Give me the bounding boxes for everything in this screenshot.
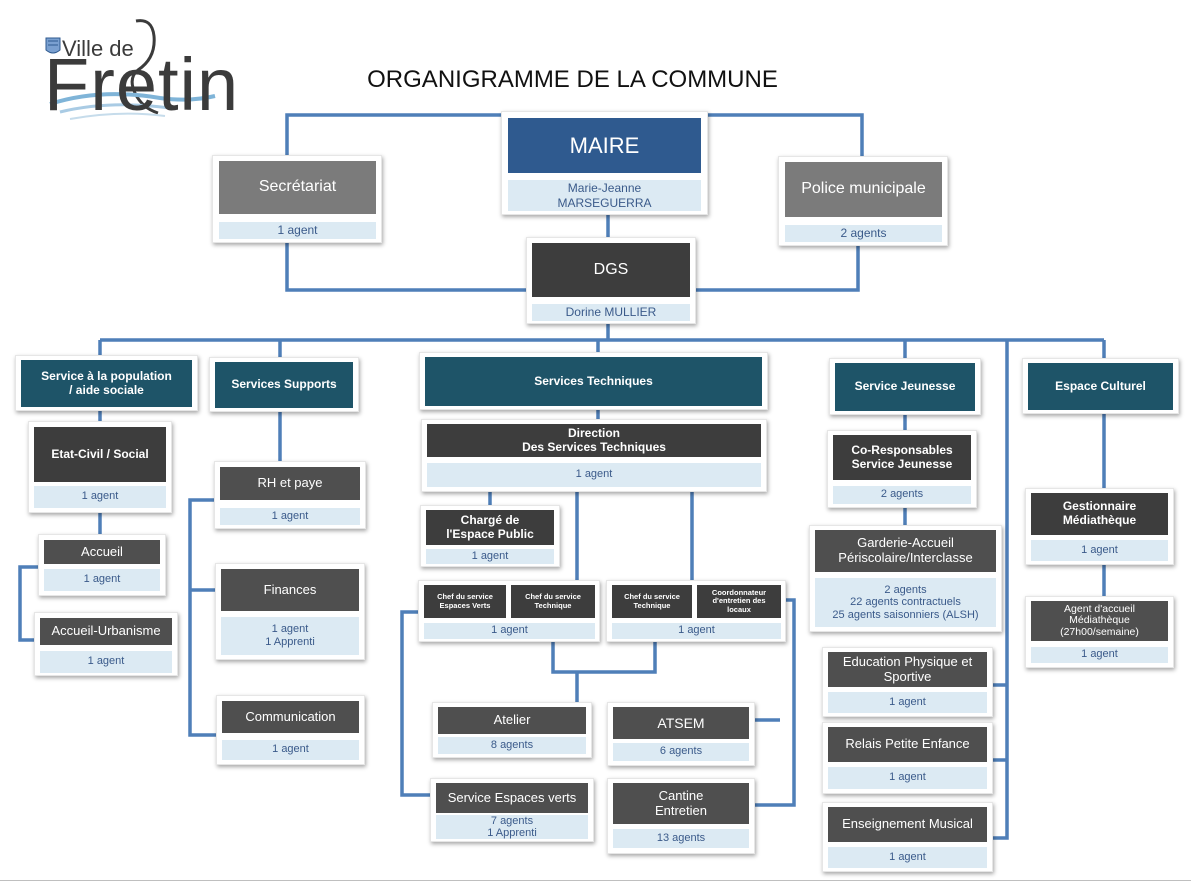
atelier-info: 8 agents: [438, 737, 586, 754]
chefs-pair-1-card: Chef du service Espaces Verts Chef du se…: [418, 580, 600, 642]
police-title: Police municipale: [785, 162, 942, 217]
accueil-card: Accueil 1 agent: [38, 534, 166, 596]
culturel-title: Espace Culturel: [1028, 363, 1173, 410]
atelier-card: Atelier 8 agents: [432, 702, 592, 758]
espace-public-title: Chargé de l'Espace Public: [426, 510, 554, 545]
gestionnaire-title: Gestionnaire Médiathèque: [1031, 493, 1168, 535]
fretin-logo: Ville de Fretin: [40, 18, 245, 133]
communication-info: 1 agent: [222, 740, 359, 760]
espace-public-info: 1 agent: [426, 549, 554, 564]
musical-card: Enseignement Musical 1 agent: [822, 802, 993, 872]
culturel-card: Espace Culturel: [1022, 358, 1179, 414]
atelier-title: Atelier: [438, 707, 586, 734]
logo-graphic: [45, 19, 216, 120]
rh-title: RH et paye: [220, 467, 360, 500]
page-title: ORGANIGRAMME DE LA COMMUNE: [367, 66, 778, 93]
maire-info: Marie-Jeanne MARSEGUERRA: [508, 180, 701, 211]
co-resp-info: 2 agents: [833, 486, 971, 504]
chef-technique-2-title: Chef du service Technique: [612, 585, 692, 618]
accueil-info: 1 agent: [44, 569, 160, 591]
finances-card: Finances 1 agent 1 Apprenti: [215, 563, 365, 660]
police-info: 2 agents: [785, 225, 942, 242]
accueil-title: Accueil: [44, 540, 160, 564]
dgs-card: DGS Dorine MULLIER: [526, 237, 696, 324]
finances-title: Finances: [221, 569, 359, 611]
direction-info: 1 agent: [427, 463, 761, 487]
techniques-title: Services Techniques: [425, 357, 762, 406]
logo-small-text: Ville de: [62, 36, 134, 61]
cantine-info: 13 agents: [613, 829, 749, 848]
etat-civil-card: Etat-Civil / Social 1 agent: [28, 421, 172, 513]
garderie-info: 2 agents 22 agents contractuels 25 agent…: [815, 578, 996, 627]
atsem-title: ATSEM: [613, 707, 749, 739]
dgs-title: DGS: [532, 243, 690, 297]
atsem-card: ATSEM 6 agents: [607, 702, 755, 766]
espaces-verts-title: Service Espaces verts: [436, 783, 588, 813]
chefs-pair-2-card: Chef du service Technique Coordonnateur …: [606, 580, 786, 642]
agent-accueil-card: Agent d'accueil Médiathèque (27h00/semai…: [1025, 596, 1174, 668]
chefs-pair-2-info: 1 agent: [612, 623, 781, 639]
supports-title: Services Supports: [215, 362, 353, 408]
rh-info: 1 agent: [220, 508, 360, 525]
musical-title: Enseignement Musical: [828, 807, 987, 842]
gestionnaire-info: 1 agent: [1031, 540, 1168, 561]
garderie-card: Garderie-Accueil Périscolaire/Interclass…: [809, 525, 1002, 632]
communication-card: Communication 1 agent: [216, 695, 365, 765]
population-title: Service à la population / aide sociale: [21, 360, 192, 407]
agent-accueil-info: 1 agent: [1031, 647, 1168, 663]
relais-card: Relais Petite Enfance 1 agent: [822, 722, 993, 794]
accueil-urbanisme-info: 1 agent: [40, 651, 172, 673]
relais-info: 1 agent: [828, 767, 987, 789]
relais-title: Relais Petite Enfance: [828, 727, 987, 762]
musical-info: 1 agent: [828, 847, 987, 868]
eps-info: 1 agent: [828, 692, 987, 713]
accueil-urbanisme-card: Accueil-Urbanisme 1 agent: [34, 612, 178, 676]
rh-card: RH et paye 1 agent: [214, 461, 366, 529]
etat-civil-info: 1 agent: [34, 486, 166, 508]
agent-accueil-title: Agent d'accueil Médiathèque (27h00/semai…: [1031, 601, 1168, 641]
co-resp-card: Co-Responsables Service Jeunesse 2 agent…: [827, 430, 977, 508]
population-card: Service à la population / aide sociale: [15, 355, 198, 411]
direction-card: Direction Des Services Techniques 1 agen…: [421, 419, 767, 492]
techniques-card: Services Techniques: [419, 352, 768, 410]
communication-title: Communication: [222, 701, 359, 733]
espaces-verts-info: 7 agents 1 Apprenti: [436, 815, 588, 839]
eps-card: Education Physique et Sportive 1 agent: [822, 647, 993, 717]
coordonnateur-title: Coordonnateur d'entretien des locaux: [697, 585, 781, 618]
chef-espaces-verts-title: Chef du service Espaces Verts: [424, 585, 506, 618]
etat-civil-title: Etat-Civil / Social: [34, 427, 166, 482]
maire-card: MAIRE Marie-Jeanne MARSEGUERRA: [501, 111, 708, 215]
co-resp-title: Co-Responsables Service Jeunesse: [833, 435, 971, 480]
page-bottom-divider: [0, 880, 1191, 881]
chefs-pair-1-info: 1 agent: [424, 623, 595, 639]
dgs-info: Dorine MULLIER: [532, 304, 690, 321]
maire-title: MAIRE: [508, 118, 701, 173]
espace-public-card: Chargé de l'Espace Public 1 agent: [420, 505, 560, 567]
espaces-verts-card: Service Espaces verts 7 agents 1 Apprent…: [430, 778, 594, 842]
eps-title: Education Physique et Sportive: [828, 652, 987, 687]
accueil-urbanisme-title: Accueil-Urbanisme: [40, 618, 172, 645]
secretariat-title: Secrétariat: [219, 161, 376, 214]
atsem-info: 6 agents: [613, 743, 749, 761]
direction-title: Direction Des Services Techniques: [427, 424, 761, 457]
supports-card: Services Supports: [209, 357, 359, 412]
finances-info: 1 agent 1 Apprenti: [221, 617, 359, 655]
cantine-title: Cantine Entretien: [613, 783, 749, 824]
secretariat-card: Secrétariat 1 agent: [212, 155, 382, 243]
secretariat-info: 1 agent: [219, 222, 376, 239]
gestionnaire-card: Gestionnaire Médiathèque 1 agent: [1025, 488, 1174, 565]
cantine-card: Cantine Entretien 13 agents: [607, 778, 755, 854]
jeunesse-card: Service Jeunesse: [829, 358, 981, 415]
jeunesse-title: Service Jeunesse: [835, 363, 975, 411]
chef-technique-1-title: Chef du service Technique: [511, 585, 595, 618]
logo-big-text: Fretin: [44, 43, 240, 126]
police-card: Police municipale 2 agents: [778, 156, 948, 246]
garderie-title: Garderie-Accueil Périscolaire/Interclass…: [815, 530, 996, 572]
